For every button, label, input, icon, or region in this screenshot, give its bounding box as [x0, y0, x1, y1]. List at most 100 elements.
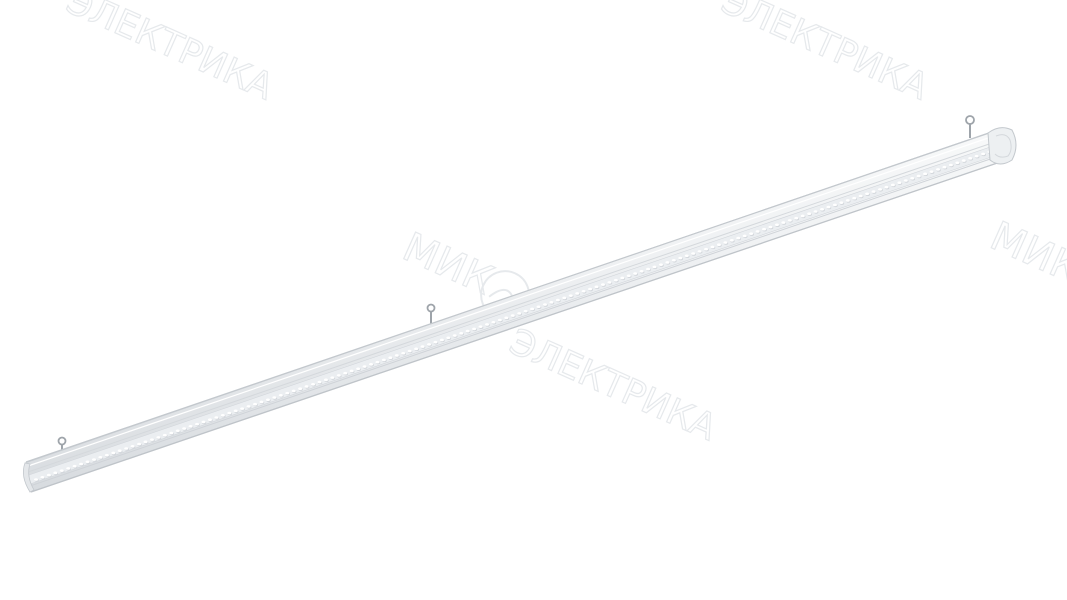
watermark-brand-top: МИК	[984, 213, 1067, 293]
led-dot	[175, 429, 180, 433]
led-dot	[820, 208, 825, 211]
led-dot	[117, 449, 122, 453]
led-dot	[356, 367, 361, 371]
led-dot	[485, 323, 490, 326]
led-dot	[723, 241, 728, 244]
led-dot	[742, 234, 747, 238]
led-dot	[46, 473, 51, 477]
led-dot	[478, 325, 483, 328]
led-dot	[259, 400, 264, 404]
led-dot	[890, 183, 895, 187]
led-dot	[607, 281, 612, 284]
led-dot	[381, 358, 386, 362]
led-dot	[542, 303, 547, 306]
led-dot	[452, 334, 457, 337]
led-dot	[871, 190, 876, 193]
led-dot	[291, 389, 296, 393]
led-dot	[813, 210, 818, 213]
led-dot	[961, 159, 966, 162]
led-dot	[794, 216, 799, 220]
led-dot	[246, 405, 251, 408]
led-dot	[588, 287, 593, 291]
led-dot	[626, 274, 631, 278]
led-dot	[111, 451, 116, 455]
led-dot	[323, 378, 328, 382]
led-dot	[781, 221, 786, 224]
led-dot	[433, 340, 438, 344]
led-dot	[974, 154, 979, 158]
led-dot	[311, 382, 316, 386]
led-dot	[349, 369, 354, 373]
led-dot	[195, 422, 200, 426]
led-dot	[826, 205, 831, 209]
led-dot	[562, 296, 567, 300]
watermark-brand-top: МИК	[396, 224, 500, 304]
led-dot	[536, 305, 541, 309]
led-dot	[66, 467, 71, 470]
led-dot	[852, 196, 857, 200]
led-dot	[568, 294, 573, 297]
led-dot	[800, 214, 805, 218]
led-dot	[665, 261, 670, 264]
end-cap-right	[987, 127, 1017, 165]
led-dot	[755, 230, 760, 233]
end-cap-left	[22, 462, 35, 493]
led-dot	[613, 278, 618, 282]
led-dot	[240, 407, 245, 410]
led-dot	[942, 165, 947, 169]
led-dot	[214, 416, 219, 419]
led-dot	[936, 168, 941, 171]
led-dot	[865, 192, 870, 196]
led-dot	[575, 292, 580, 295]
led-dot	[162, 433, 167, 437]
led-dot	[407, 349, 412, 353]
led-dot	[594, 285, 599, 289]
led-dot	[414, 347, 419, 351]
led-dot	[523, 309, 528, 313]
led-dot	[375, 360, 380, 364]
led-dot	[948, 163, 953, 167]
led-dot	[878, 188, 883, 191]
led-dot	[981, 152, 986, 156]
led-dot	[600, 283, 605, 286]
led-dot	[34, 478, 38, 481]
led-dot	[646, 267, 651, 271]
led-dot	[704, 247, 709, 251]
led-dot	[124, 447, 129, 450]
led-dot	[897, 181, 902, 185]
led-dot	[388, 356, 393, 359]
led-dot	[845, 199, 850, 202]
led-dot	[710, 245, 715, 249]
led-dot	[652, 265, 657, 269]
led-dot	[716, 243, 721, 247]
led-dot	[369, 363, 374, 366]
led-dot	[201, 420, 206, 424]
led-dot	[774, 223, 779, 227]
led-dot	[910, 176, 915, 180]
led-dot	[253, 402, 258, 406]
led-dot	[884, 185, 889, 189]
led-dot	[691, 252, 696, 255]
led-dot	[736, 236, 741, 240]
led-dot	[839, 201, 844, 204]
led-dot	[85, 460, 90, 464]
led-dot	[272, 396, 277, 399]
led-dot	[188, 425, 193, 428]
watermark-right: МИК	[983, 213, 1067, 294]
led-dot	[684, 254, 689, 258]
watermark-brand-bottom: ЭЛЕКТРИКА	[715, 0, 934, 108]
led-dot	[98, 456, 103, 459]
led-dot	[923, 172, 928, 176]
watermark-top-left: ЭЛЕКТРИКА	[60, 0, 280, 109]
led-dot	[768, 225, 773, 229]
led-dot	[285, 391, 290, 395]
led-dot	[968, 157, 973, 160]
led-dot	[420, 345, 425, 348]
led-dot	[220, 413, 225, 417]
led-dot	[401, 351, 406, 355]
led-dot	[510, 314, 515, 317]
led-dot	[916, 174, 921, 178]
led-dot	[671, 258, 676, 262]
watermark-layer: ЭЛЕКТРИКА ЭЛЕКТРИКА МИК ЭЛЕКТРИКА МИК	[60, 0, 1067, 450]
